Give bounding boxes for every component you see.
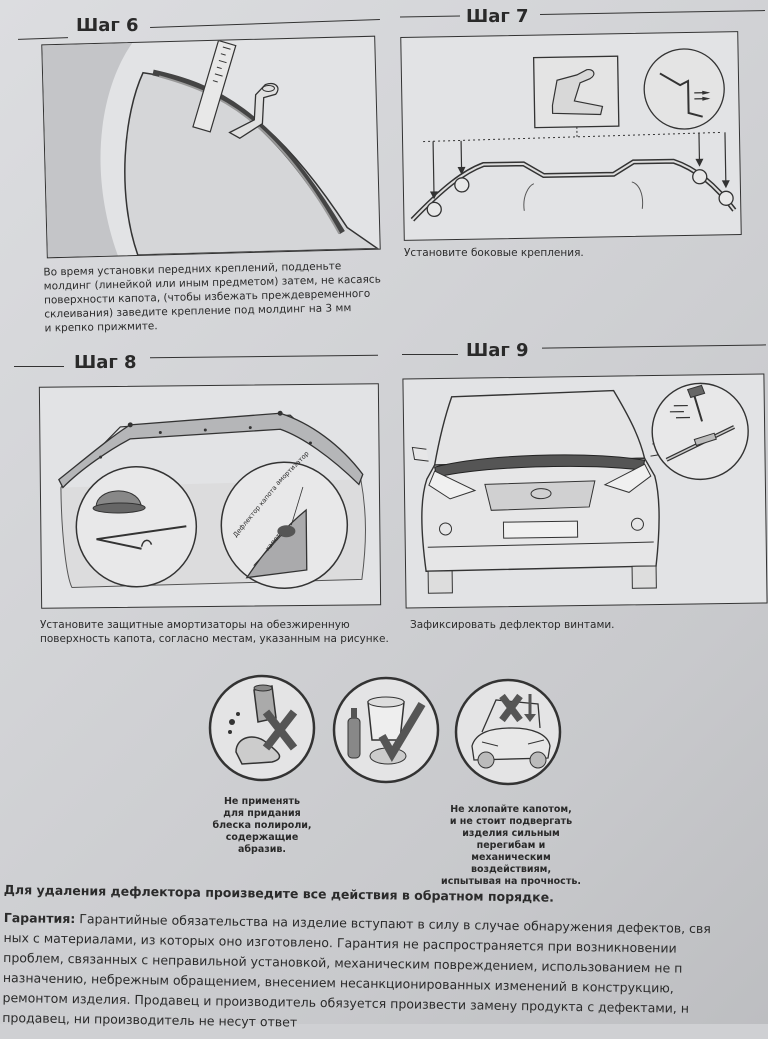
hood-shock-absorbers-drawing [57, 410, 366, 589]
step-8-title: Шаг 8 [74, 352, 137, 373]
guarantee-paragraph: Гарантия: Гарантийные обязательства на и… [2, 908, 711, 1039]
warning-polish-line: Не применять [223, 796, 301, 807]
step-8-caption-line: поверхность капота, согласно местам, ука… [40, 633, 389, 645]
warning-polish-line: для придания [223, 808, 301, 819]
warning-polish-line: блеска полироли, [212, 820, 312, 831]
step-7-caption: Установите боковые крепления. [404, 247, 584, 259]
step-6-illustration [41, 35, 381, 259]
warning-hood-line: испытывая на прочность. [441, 876, 581, 887]
step-8-rule-right [150, 354, 378, 359]
step-6-rule-right [150, 18, 380, 29]
warning-polish: Не применять для придания блеска полирол… [205, 796, 319, 856]
warning-polish-line: содержащие абразив. [225, 832, 299, 855]
warning-hood-line: изделия сильным [462, 828, 560, 839]
step-7-illustration [400, 31, 742, 241]
warning-hood-line: воздействиям, [470, 864, 552, 875]
step-8-caption: Установите защитные амортизаторы на обез… [40, 618, 389, 646]
polish-prohibited-icon [208, 674, 316, 782]
step-8-rule-left [14, 366, 64, 367]
step-6-title: Шаг 6 [76, 15, 139, 36]
step-9-title: Шаг 9 [466, 340, 529, 361]
warning-hood-line: перегибам и механическим [471, 840, 551, 863]
step-7-rule-left [399, 15, 461, 18]
slam-hood-prohibited-icon [454, 678, 562, 786]
step-9-rule-right [542, 344, 766, 349]
cleaning-allowed-icon [332, 676, 440, 784]
step-7-rule-right [540, 10, 765, 15]
guarantee-label: Гарантия: [3, 909, 76, 927]
step-7-title: Шаг 7 [466, 6, 529, 27]
step-8-illustration: амортизатор Дефлектор капота капот [38, 383, 382, 609]
step-6-rule-left [17, 37, 69, 40]
warning-hood-line: и не стоит подвергать [449, 816, 573, 827]
hood-molding-drawing [42, 39, 380, 258]
car-front-drawing [411, 382, 749, 594]
warning-hood-line: Не хлопайте капотом, [450, 804, 572, 815]
step-8-caption-line: Установите защитные амортизаторы на обез… [40, 619, 350, 631]
step-9-caption: Зафиксировать дефлектор винтами. [410, 619, 615, 631]
side-mount-drawing [410, 48, 737, 222]
step-6-caption: Во время установки передних креплений, п… [43, 258, 382, 335]
step-9-rule-left [402, 354, 458, 355]
step-9-illustration [402, 373, 768, 609]
warning-hood: Не хлопайте капотом, и не стоит подверга… [436, 804, 586, 888]
